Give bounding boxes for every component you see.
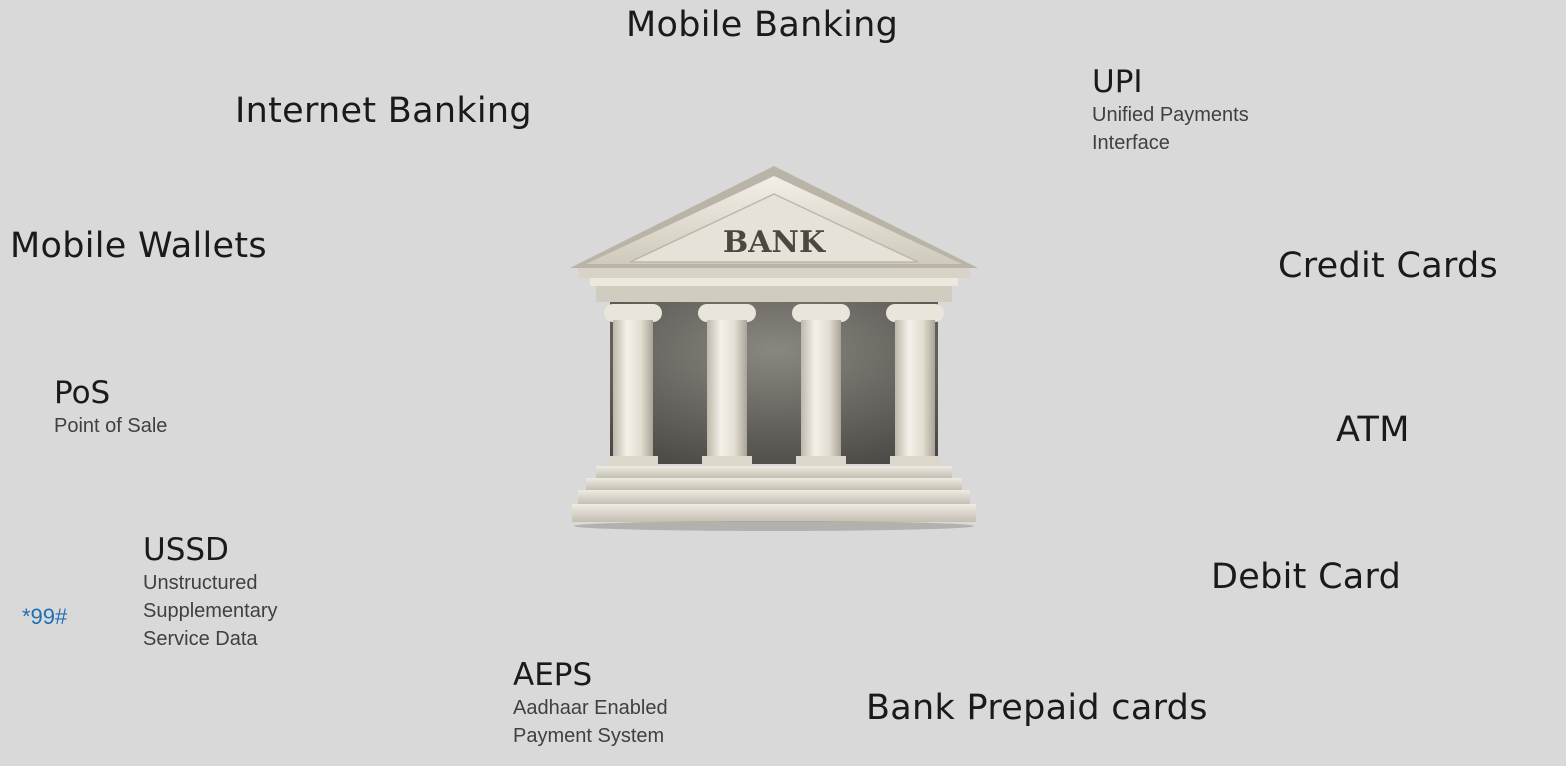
ussd-line2: Supplementary	[143, 600, 278, 623]
aeps-line2: Payment System	[513, 725, 665, 748]
bank-prepaid-cards-label: Bank Prepaid cards	[866, 688, 1208, 728]
pos-title: PoS	[54, 375, 111, 411]
ussd-title: USSD	[143, 532, 229, 568]
pos-line1: Point of Sale	[54, 415, 168, 438]
aeps-title: AEPS	[513, 657, 593, 693]
upi-line2: Interface	[1092, 132, 1170, 155]
upi-group: UPI Unified Payments Interface	[1092, 64, 1249, 157]
upi-title: UPI	[1092, 64, 1143, 100]
bank-columns	[604, 304, 944, 466]
bank-building-icon: BANK	[570, 166, 978, 531]
mobile-wallets-label: Mobile Wallets	[10, 226, 267, 266]
aeps-group: AEPS Aadhaar Enabled Payment System	[513, 657, 668, 750]
ussd-code: *99#	[22, 604, 68, 629]
mobile-banking-label: Mobile Banking	[626, 5, 899, 45]
debit-card-label: Debit Card	[1211, 557, 1402, 597]
pos-group: PoS Point of Sale	[54, 375, 167, 440]
internet-banking-label: Internet Banking	[235, 91, 532, 131]
ussd-line3: Service Data	[143, 628, 258, 651]
aeps-line1: Aadhaar Enabled	[513, 697, 668, 720]
upi-line1: Unified Payments	[1092, 104, 1249, 127]
ussd-group: USSD Unstructured Supplementary Service …	[143, 532, 278, 653]
bank-sign: BANK	[723, 225, 826, 260]
credit-cards-label: Credit Cards	[1278, 246, 1499, 286]
atm-label: ATM	[1336, 410, 1410, 450]
ussd-line1: Unstructured	[143, 572, 258, 595]
